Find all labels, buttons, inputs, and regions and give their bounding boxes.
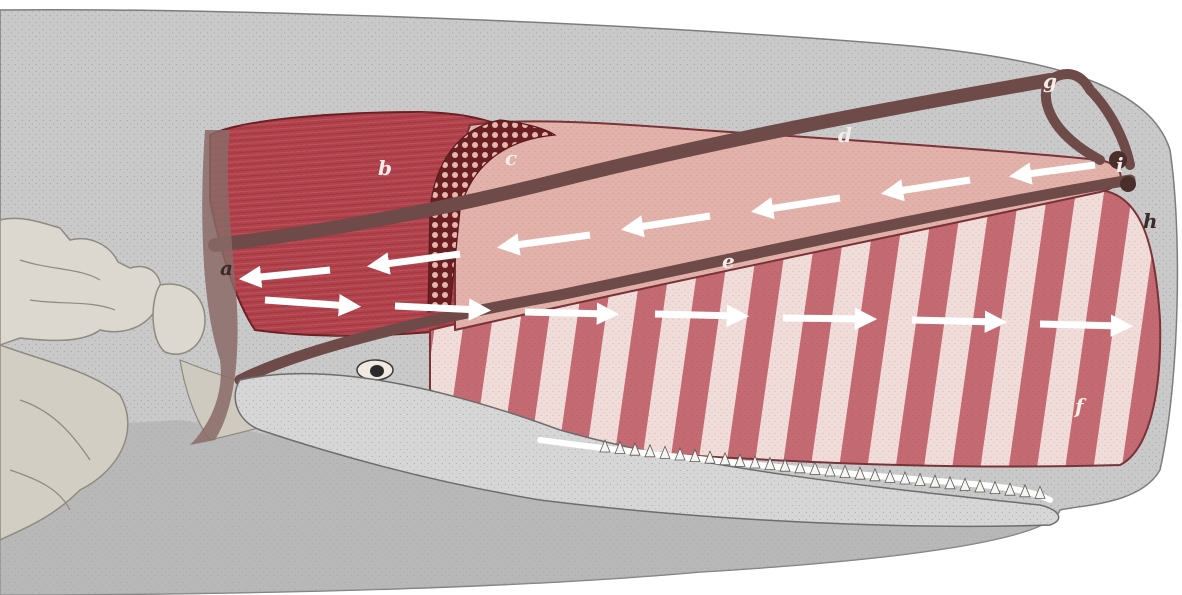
label-b: b <box>378 156 392 180</box>
lower-flow-arrow-6 <box>912 320 996 322</box>
lower-flow-arrow-7 <box>1040 324 1122 326</box>
lower-flow-arrow-2 <box>395 306 480 310</box>
label-a: a <box>220 256 233 280</box>
lower-flow-arrow-4 <box>655 314 738 316</box>
label-i: i <box>1116 153 1124 177</box>
eye <box>357 360 393 380</box>
lower-flow-arrow-5 <box>783 318 866 319</box>
label-c: c <box>505 146 517 170</box>
lower-flow-arrow-3 <box>525 312 608 314</box>
label-h: h <box>1143 209 1158 233</box>
monkey-lips-h <box>1120 176 1136 192</box>
label-g: g <box>1043 69 1057 93</box>
label-d: d <box>838 123 852 147</box>
label-e: e <box>722 249 735 273</box>
